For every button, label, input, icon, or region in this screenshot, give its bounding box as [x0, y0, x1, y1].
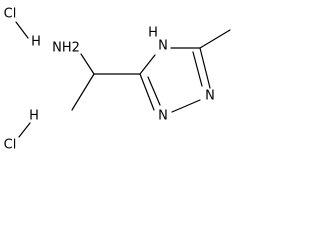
ring-n1-label: N: [205, 89, 215, 104]
amine-label: NH2: [52, 41, 80, 56]
ring-n-nh-label: N: [158, 39, 168, 54]
hcl-bond-2: [18, 122, 31, 138]
hcl-bond-1: [15, 21, 29, 39]
hydrogen-label-1: H: [31, 35, 41, 50]
amine-to-ch-bond: [80, 53, 95, 75]
ring-n2-label: N: [158, 109, 168, 124]
structure-diagram: Cl H H Cl NH2 N H N N: [4, 7, 231, 153]
ring-c3-n4-bond: [139, 54, 156, 75]
ring-n2-c3-double: [147, 76, 161, 106]
ring-n2-c3-bond: [139, 73, 155, 111]
ring-n1-n2-bond: [171, 99, 201, 113]
chlorine-label-2: Cl: [4, 138, 17, 153]
ring-c5-n1-double: [192, 51, 203, 87]
chlorine-label-1: Cl: [4, 7, 17, 22]
ring-methyl-bond: [199, 29, 231, 49]
ring-c5-n1-bond: [199, 47, 211, 89]
ch-to-methyl-bond: [71, 73, 95, 111]
ring-nh-hydrogen-label: H: [148, 26, 158, 41]
hydrogen-label-2: H: [29, 109, 39, 124]
